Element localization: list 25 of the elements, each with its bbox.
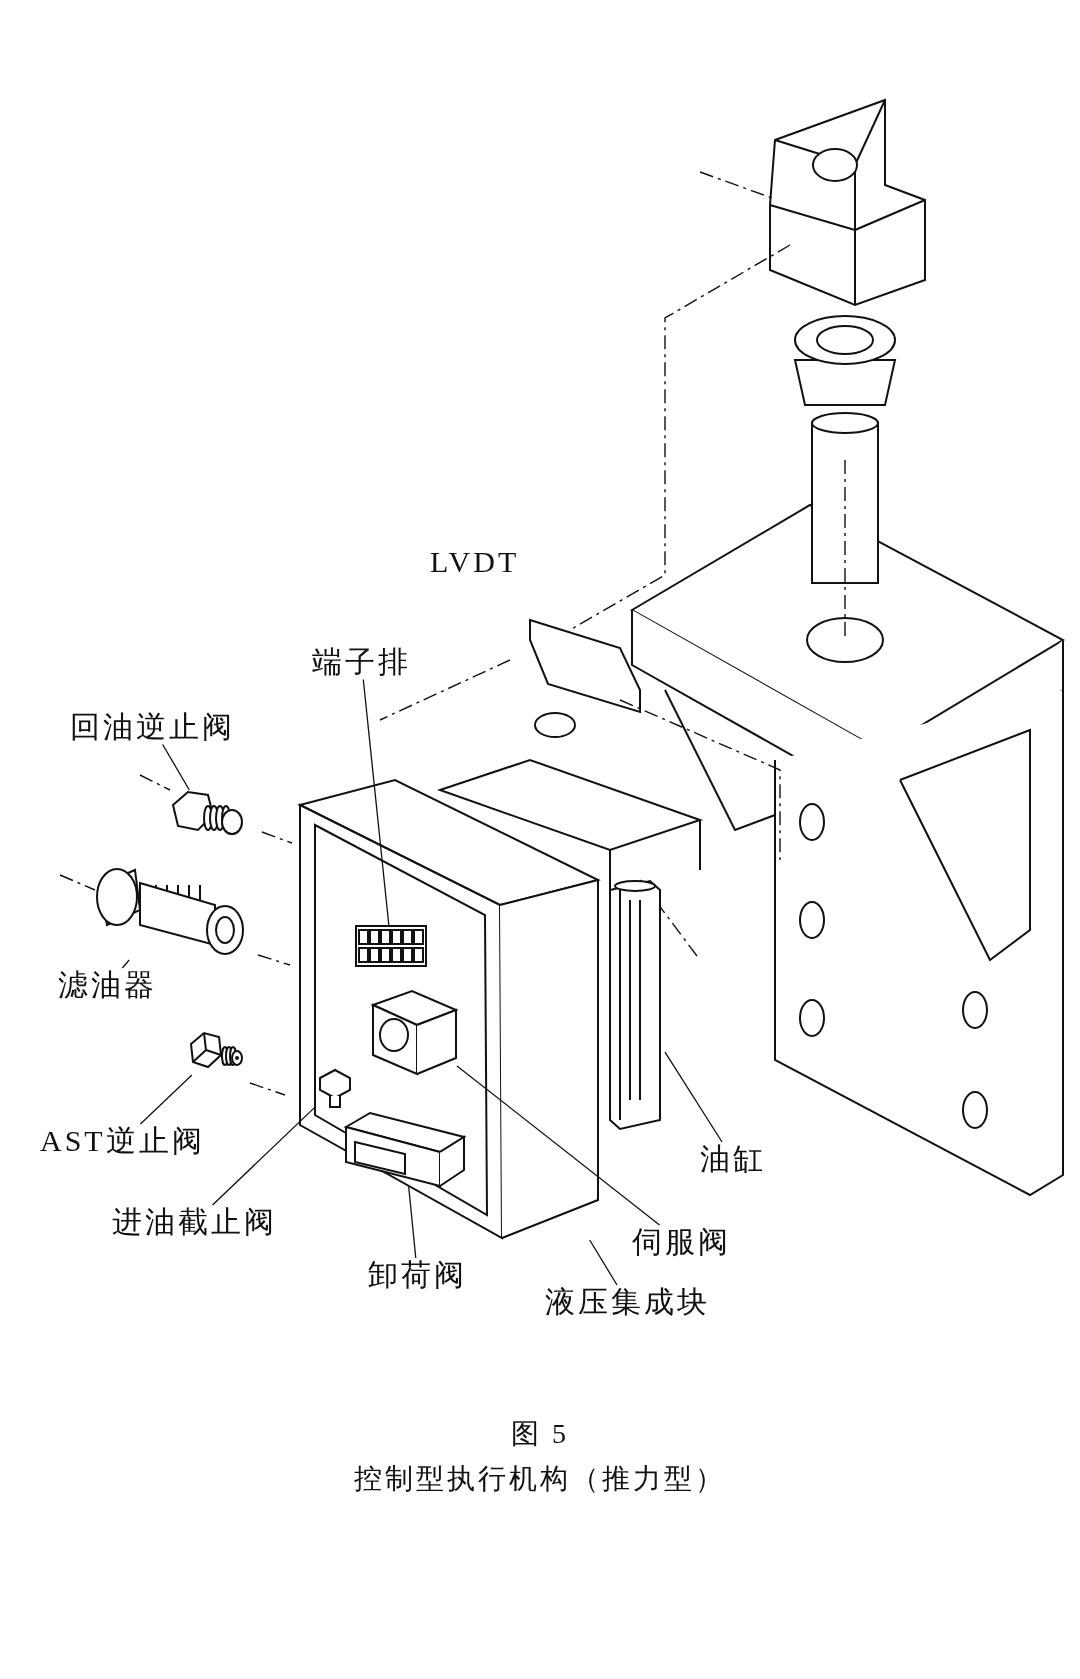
part-label: 滤油器 — [58, 968, 157, 1003]
part-label: LVDT — [430, 545, 520, 580]
part-label: 油缸 — [700, 1142, 766, 1177]
part-label: 卸荷阀 — [368, 1258, 467, 1293]
part-label: 进油截止阀 — [112, 1205, 277, 1240]
leader-line — [139, 1074, 193, 1125]
part-label: 伺服阀 — [632, 1225, 731, 1260]
leader-line — [162, 743, 190, 791]
leader-line — [456, 1065, 661, 1226]
leader-line — [121, 959, 130, 969]
part-label: 液压集成块 — [545, 1285, 710, 1320]
part-label: AST逆止阀 — [40, 1124, 205, 1159]
leader-line — [589, 1239, 618, 1286]
unloading-valve-drawing — [345, 1112, 465, 1187]
leader-line — [362, 678, 390, 926]
manifold-block-drawing — [300, 780, 600, 1240]
figure-caption: 控制型执行机构（推力型） — [353, 1463, 727, 1496]
leader-line — [408, 1186, 417, 1259]
leader-line — [664, 1051, 723, 1143]
servo-valve-drawing — [372, 990, 457, 1075]
terminal-strip-drawing — [355, 925, 427, 967]
leader-line — [211, 1106, 316, 1206]
figure-number: 图 5 — [510, 1418, 570, 1451]
part-label: 回油逆止阀 — [70, 710, 235, 745]
part-label: 端子排 — [312, 645, 411, 680]
